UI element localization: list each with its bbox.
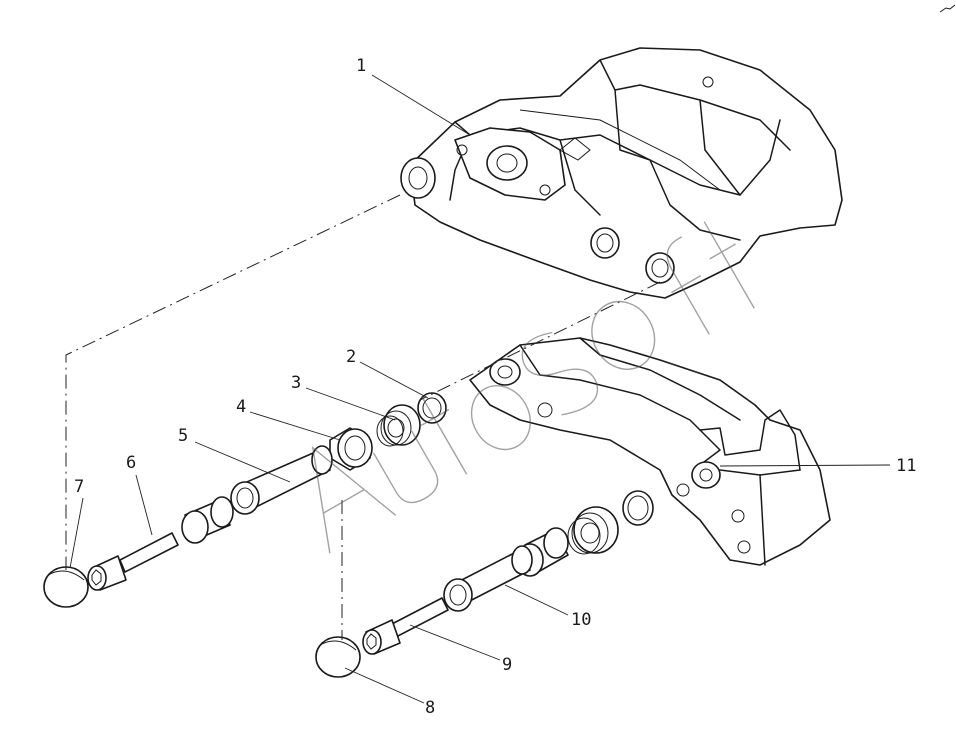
callout-5: 5 [178,426,188,446]
part-10-sleeve [443,545,533,612]
callout-7: 7 [74,477,84,497]
callout-6: 6 [126,453,136,473]
leader-lines [69,74,891,704]
callout-8: 8 [425,698,435,718]
callout-9: 9 [502,655,512,675]
callout-labels: 1 2 3 4 5 6 7 8 9 10 11 [74,56,916,718]
caliper-carrier [469,337,831,566]
callout-1: 1 [356,56,366,76]
caliper-housing [400,47,843,299]
callout-11: 11 [896,456,916,476]
corner-mark [939,4,956,13]
part-5b-bushing [181,496,234,544]
part-3-boot [376,404,421,447]
assembly-axes [65,194,661,640]
callout-4: 4 [236,397,246,417]
autosoft-watermark [311,221,755,554]
part-8-cap [315,636,361,678]
part-7-cap [43,566,89,608]
callout-3: 3 [291,373,301,393]
callout-10: 10 [571,610,591,630]
part-9-bolt [362,597,449,655]
part-seal-ring-lower [622,490,654,526]
part-4-bushing [329,427,373,471]
part-6-bolt [87,532,179,591]
part-boot-lower [567,506,619,555]
callout-2: 2 [346,347,356,367]
part-5-sleeve [230,445,333,515]
